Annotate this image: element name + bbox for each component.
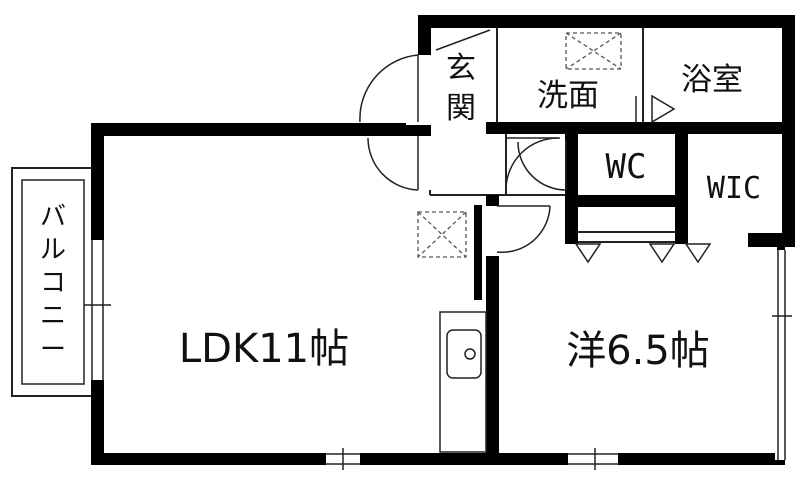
room-label-bathroom: 浴室	[681, 62, 743, 98]
balcony-char: ニ	[40, 301, 66, 331]
balcony-char: ル	[40, 235, 66, 265]
balcony-char: コ	[40, 268, 66, 298]
balcony-char: バ	[40, 202, 66, 232]
doors	[359, 54, 712, 264]
room-label-washroom: 洗面	[537, 78, 599, 114]
balcony-char: ー	[40, 335, 66, 365]
room-label-ldk: LDK11帖	[179, 326, 349, 372]
room-label-entrance-2: 関	[446, 91, 476, 126]
kitchen-counter	[439, 311, 487, 453]
room-label-wc: WC	[606, 147, 647, 187]
room-label-western: 洋6.5帖	[566, 328, 710, 374]
windows	[84, 240, 792, 470]
room-label-balcony: バ ル コ ニ ー	[40, 202, 66, 365]
ventilation-fans	[417, 32, 622, 258]
room-label-entrance-1: 玄	[446, 51, 476, 86]
entrance-step-line	[435, 29, 491, 51]
room-label-wic: WIC	[707, 171, 761, 206]
